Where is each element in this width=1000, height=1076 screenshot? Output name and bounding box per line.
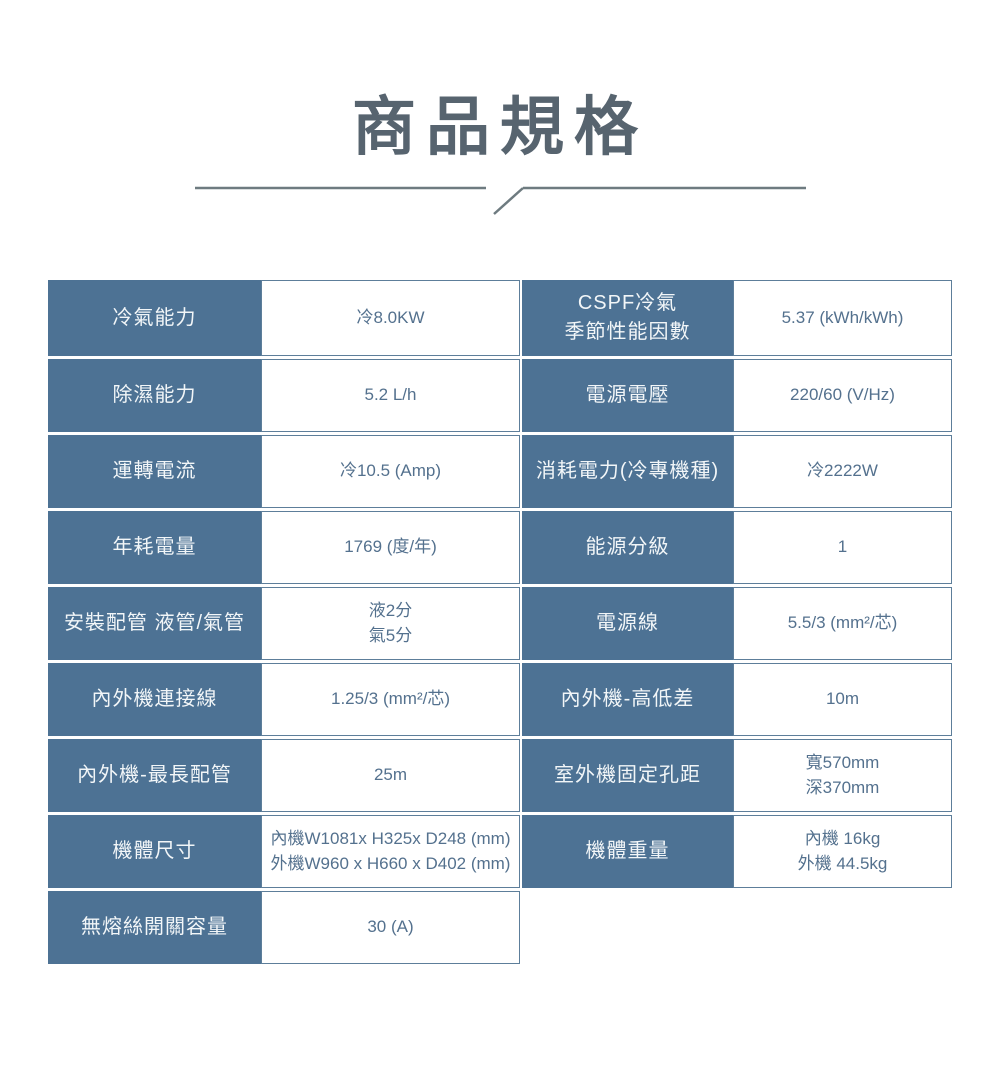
spec-text-line: 無熔絲開關容量: [81, 916, 228, 938]
spec-value-cell: 220/60 (V/Hz): [733, 359, 952, 432]
spec-label-cell: 冷氣能力: [48, 280, 261, 356]
spec-text-line: 氣5分: [368, 625, 413, 645]
spec-text-line: 機體尺寸: [112, 840, 197, 862]
spec-text-line: 內外機連接線: [91, 688, 218, 710]
spec-table: 冷氣能力 冷8.0KW CSPF冷氣季節性能因數 5.37 (kWh/kWh) 除濕能力…: [48, 280, 952, 964]
spec-value-cell: 5.2 L/h: [261, 359, 520, 432]
spec-table-row: 內外機-最長配管 25m 室外機固定孔距 寬570mm 深370mm: [48, 739, 952, 812]
spec-label-cell: 無熔絲開關容量: [48, 891, 261, 964]
spec-text-line: 內外機-高低差: [560, 688, 695, 710]
spec-label-cell: 內外機連接線: [48, 663, 261, 736]
spec-text-line: 機體重量: [585, 840, 670, 862]
spec-value-cell: 5.37 (kWh/kWh): [733, 280, 952, 356]
spec-text-line: 內機W1081x H325x D248 (mm): [270, 828, 511, 848]
spec-label-cell: 電源電壓: [522, 359, 733, 432]
divider-lines-graphic: [194, 186, 806, 215]
spec-value-cell: 寬570mm 深370mm: [733, 739, 952, 812]
spec-label-cell: 運轉電流: [48, 435, 261, 508]
spec-label-cell: 電源線: [522, 587, 733, 660]
spec-text-line: 電源線: [596, 612, 659, 634]
spec-label-cell: 年耗電量: [48, 511, 261, 584]
title-divider: [193, 184, 808, 218]
spec-label-cell: 機體尺寸: [48, 815, 261, 888]
spec-value-cell: 1: [733, 511, 952, 584]
spec-table-row: 運轉電流 冷10.5 (Amp) 消耗電力(冷專機種) 冷2222W: [48, 435, 952, 508]
spec-table-row: 年耗電量 1769 (度/年) 能源分級 1: [48, 511, 952, 584]
spec-text-line: 年耗電量: [112, 536, 197, 558]
spec-table-row: 機體尺寸 內機W1081x H325x D248 (mm) 外機W960 x H66…: [48, 815, 952, 888]
spec-table-row: 冷氣能力 冷8.0KW CSPF冷氣季節性能因數 5.37 (kWh/kWh): [48, 280, 952, 356]
spec-table-row: 內外機連接線 1.25/3 (mm²/芯) 內外機-高低差 10m: [48, 663, 952, 736]
spec-text-line: 液2分: [368, 600, 413, 620]
spec-text-line: 220/60 (V/Hz): [790, 385, 895, 405]
spec-text-line: 內外機-最長配管: [77, 764, 232, 786]
spec-value-cell: 液2分氣5分: [261, 587, 520, 660]
spec-text-line: 內機 16kg: [804, 828, 881, 848]
spec-text-line: 運轉電流: [112, 460, 197, 482]
spec-text-line: 1.25/3 (mm²/芯): [330, 689, 451, 709]
page-title: 商品規格: [352, 91, 648, 163]
spec-label-cell: 內外機-最長配管: [48, 739, 261, 812]
spec-value-cell: 冷8.0KW: [261, 280, 520, 356]
spec-text-line: CSPF冷氣: [577, 292, 678, 314]
spec-sheet-page: 商品規格 冷氣能力 冷8.0KW CSPF冷氣季節性能因數 5.37 (kWh/kWh…: [0, 76, 1000, 1076]
spec-value-cell: 10m: [733, 663, 952, 736]
spec-text-line: 5.37 (kWh/kWh): [781, 307, 904, 327]
spec-table-row: 除濕能力 5.2 L/h 電源電壓 220/60 (V/Hz): [48, 359, 952, 432]
spec-value-cell: 內機 16kg 外機 44.5kg: [733, 815, 952, 888]
spec-text-line: 5.5/3 (mm²/芯): [787, 613, 898, 633]
spec-label-cell: 內外機-高低差: [522, 663, 733, 736]
spec-text-line: 安裝配管 液管/氣管: [63, 612, 246, 634]
spec-text-line: 1769 (度/年): [344, 537, 437, 557]
spec-value-cell: 冷2222W: [733, 435, 952, 508]
spec-text-line: 30 (A): [367, 917, 414, 937]
spec-text-line: 10m: [825, 689, 860, 709]
spec-value-cell: 30 (A): [261, 891, 520, 964]
spec-text-line: 1: [837, 537, 848, 557]
spec-value-cell: 1.25/3 (mm²/芯): [261, 663, 520, 736]
spec-label-cell: 能源分級: [522, 511, 733, 584]
spec-text-line: 25m: [373, 765, 408, 785]
spec-value-cell: 內機W1081x H325x D248 (mm) 外機W960 x H660 x …: [261, 815, 520, 888]
spec-text-line: 冷2222W: [807, 461, 878, 481]
spec-value-cell: 5.5/3 (mm²/芯): [733, 587, 952, 660]
spec-text-line: 除濕能力: [112, 384, 197, 406]
spec-text-line: 冷8.0KW: [356, 307, 425, 327]
spec-label-cell: CSPF冷氣季節性能因數: [522, 280, 733, 356]
spec-label-cell: 機體重量: [522, 815, 733, 888]
spec-label-cell: 除濕能力: [48, 359, 261, 432]
spec-text-line: 冷10.5 (Amp): [339, 461, 442, 481]
spec-text-line: 季節性能因數: [564, 321, 691, 343]
spec-text-line: 寬570mm: [805, 752, 880, 772]
spec-text-line: 能源分級: [585, 536, 670, 558]
spec-label-cell: 安裝配管 液管/氣管: [48, 587, 261, 660]
spec-label-cell: 消耗電力(冷專機種): [522, 435, 733, 508]
spec-text-line: 外機W960 x H660 x D402 (mm): [270, 853, 511, 873]
spec-text-line: 冷氣能力: [112, 306, 197, 329]
spec-table-row: 無熔絲開關容量 30 (A): [48, 891, 952, 964]
spec-text-line: 室外機固定孔距: [554, 764, 701, 786]
spec-value-cell: 25m: [261, 739, 520, 812]
spec-text-line: 外機 44.5kg: [797, 853, 888, 873]
spec-label-cell: 室外機固定孔距: [522, 739, 733, 812]
spec-text-line: 消耗電力(冷專機種): [535, 460, 720, 482]
spec-value-cell: 1769 (度/年): [261, 511, 520, 584]
spec-text-line: 電源電壓: [585, 384, 670, 406]
spec-value-cell: 冷10.5 (Amp): [261, 435, 520, 508]
spec-text-line: 5.2 L/h: [364, 385, 417, 405]
spec-text-line: 深370mm: [805, 777, 880, 797]
